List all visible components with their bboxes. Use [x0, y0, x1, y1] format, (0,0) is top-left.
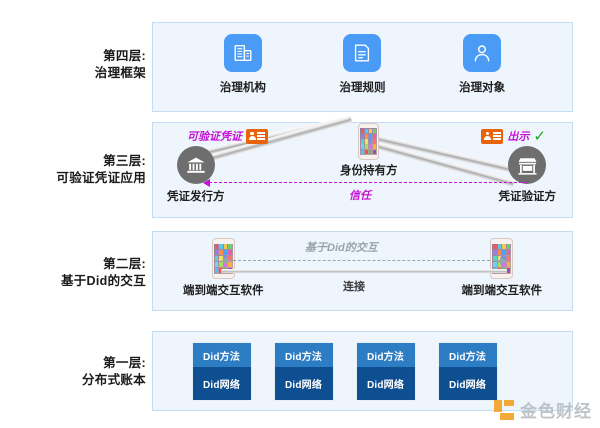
layer-3-title: 第三层:: [103, 154, 146, 168]
did-connection-line: [221, 269, 507, 273]
ledger-block[interactable]: Did方法 Did网络: [192, 342, 251, 400]
governance-items-row: 治理机构 治理规则: [153, 23, 572, 111]
vc-left-tag-text: 可验证凭证: [187, 131, 242, 143]
watermark: 金色财经: [494, 397, 592, 422]
governance-item-subject[interactable]: 治理对象: [436, 34, 528, 95]
layer-label-1: 第一层: 分布式账本: [18, 355, 146, 389]
layer-label-4: 第四层: 治理框架: [18, 48, 146, 82]
layer-3-subtitle: 可验证凭证应用: [56, 171, 146, 185]
vc-right-tag-text: 出示: [507, 131, 530, 143]
ledger-block-network: Did网络: [356, 366, 415, 400]
document-icon: [343, 34, 382, 72]
ledger-block-method: Did方法: [438, 342, 497, 367]
id-card-icon: [481, 128, 504, 144]
layer-2-subtitle: 基于Did的交互: [60, 274, 146, 288]
did-diagram: 端到端交互软件 端到端交互软件 基于Did的交互 连接: [153, 232, 572, 310]
panel-governance-framework: 治理机构 治理规则: [152, 22, 573, 112]
did-right-label: 端到端交互软件: [461, 285, 543, 297]
ledger-block[interactable]: Did方法 Did网络: [356, 342, 415, 400]
smartphone-icon: [358, 123, 380, 160]
ledger-block-network: Did网络: [192, 366, 251, 400]
layer-2-title: 第二层:: [103, 257, 146, 271]
trust-label: 信任: [349, 190, 371, 202]
did-left-label: 端到端交互软件: [183, 285, 264, 297]
trust-arrow: [203, 179, 527, 187]
vc-right-tag: 出示 ✓: [481, 128, 546, 144]
person-icon: [463, 34, 502, 72]
ledger-block-method: Did方法: [274, 342, 333, 367]
did-node-right[interactable]: 端到端交互软件: [461, 238, 543, 298]
did-node-left[interactable]: 端到端交互软件: [183, 238, 264, 298]
vc-left-tag: 可验证凭证: [187, 128, 268, 144]
governance-item-label: 治理规则: [339, 82, 386, 94]
did-bottom-label: 连接: [343, 281, 365, 293]
building-icon: [223, 34, 262, 72]
layer-4-title: 第四层:: [103, 49, 146, 63]
vc-holder-label: 身份持有方: [340, 165, 398, 177]
ledger-block[interactable]: Did方法 Did网络: [274, 342, 333, 400]
check-icon: ✓: [533, 127, 546, 145]
layer-label-3: 第三层: 可验证凭证应用: [18, 153, 146, 187]
vc-issuer-label: 凭证发行方: [167, 191, 225, 203]
jinse-logo-icon: [494, 399, 514, 420]
governance-item-rules[interactable]: 治理规则: [316, 34, 408, 95]
panel-distributed-ledger: Did方法 Did网络 Did方法 Did网络 Did方法 Did网络 Did方…: [152, 331, 573, 411]
governance-item-label: 治理对象: [459, 82, 506, 94]
layer-4-subtitle: 治理框架: [94, 66, 146, 80]
vc-node-verifier[interactable]: 凭证验证方: [498, 146, 557, 204]
ledger-block-network: Did网络: [274, 366, 333, 400]
vc-node-holder[interactable]: 身份持有方: [340, 123, 398, 178]
watermark-text: 金色财经: [520, 402, 592, 421]
did-bidirectional-arrow: [221, 257, 507, 265]
panel-verifiable-credential: 可验证凭证 出示 ✓: [152, 115, 573, 218]
layer-label-2: 第二层: 基于Did的交互: [18, 256, 146, 290]
layer-1-subtitle: 分布式账本: [81, 373, 146, 387]
bank-icon: [176, 146, 215, 184]
did-top-label: 基于Did的交互: [305, 242, 378, 254]
vc-diagram: 可验证凭证 出示 ✓: [153, 115, 572, 217]
governance-item-institution[interactable]: 治理机构: [197, 34, 289, 95]
vc-verifier-label: 凭证验证方: [498, 191, 557, 203]
panel-did-interaction: 端到端交互软件 端到端交互软件 基于Did的交互 连接: [152, 231, 573, 311]
id-card-icon: [246, 128, 268, 144]
ledger-block[interactable]: Did方法 Did网络: [438, 342, 497, 400]
store-icon: [508, 146, 547, 184]
layer-1-title: 第一层:: [103, 356, 146, 370]
ledger-blocks-row: Did方法 Did网络 Did方法 Did网络 Did方法 Did网络 Did方…: [153, 332, 572, 410]
vc-node-issuer[interactable]: 凭证发行方: [167, 146, 225, 204]
ledger-block-method: Did方法: [192, 342, 251, 367]
ledger-block-network: Did网络: [438, 366, 497, 400]
governance-item-label: 治理机构: [219, 82, 266, 94]
ledger-block-method: Did方法: [356, 342, 415, 367]
